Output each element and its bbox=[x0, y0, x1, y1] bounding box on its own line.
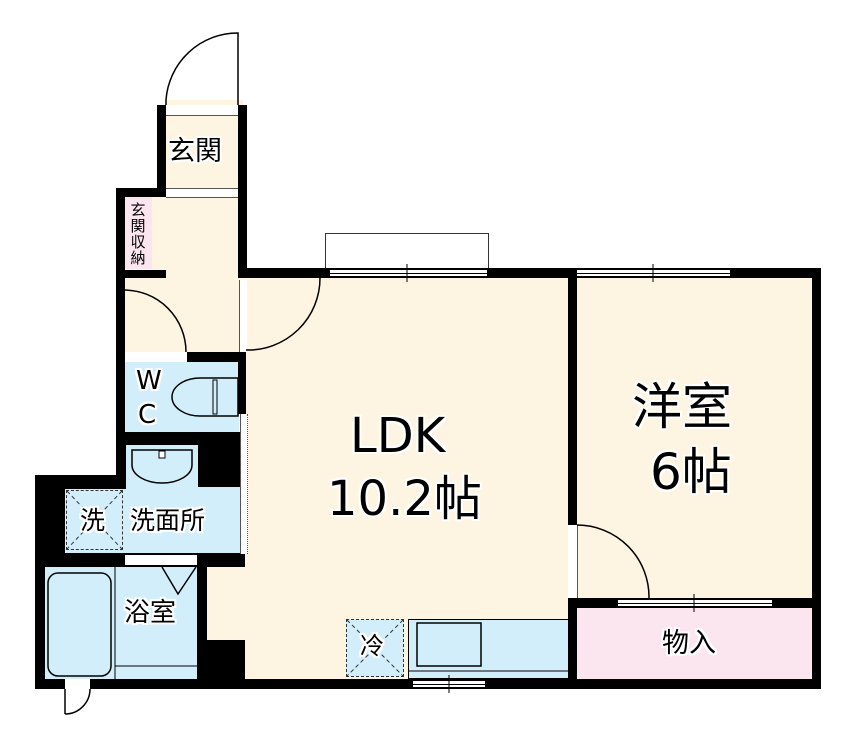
western-door-swing-icon bbox=[576, 524, 650, 599]
hall-top-wall bbox=[116, 188, 166, 197]
ldk-balcony-outline bbox=[325, 233, 489, 268]
entrance-door-swing-icon bbox=[165, 32, 239, 105]
ldk-floor bbox=[243, 275, 569, 680]
bathtub-icon bbox=[47, 572, 112, 677]
entrance-storage-floor bbox=[124, 197, 152, 269]
toilet-top-wall bbox=[187, 352, 245, 362]
toilet-label-c: C bbox=[138, 400, 157, 430]
sink-right-block bbox=[198, 432, 246, 487]
washroom-left-wall bbox=[35, 475, 65, 567]
ldk-size: 10.2帖 bbox=[327, 471, 482, 527]
sink-icon bbox=[131, 449, 193, 484]
washer-label: 洗 bbox=[80, 506, 106, 535]
storage-bottom-wall bbox=[124, 270, 166, 278]
bath-door-opening bbox=[125, 555, 197, 565]
hall-door-swing-icon bbox=[123, 289, 187, 353]
bath-right-wall bbox=[197, 553, 207, 689]
western-room-floor bbox=[577, 277, 812, 600]
entrance-label: 玄関 bbox=[168, 136, 222, 167]
partition-wall bbox=[568, 268, 577, 689]
closet-floor bbox=[577, 607, 812, 680]
washroom-top-left bbox=[35, 475, 126, 489]
fridge-label: 冷 bbox=[360, 632, 384, 660]
closet-label: 物入 bbox=[662, 628, 716, 659]
entrance-storage-label: 玄 関 収 納 bbox=[130, 201, 146, 267]
washer-space bbox=[66, 490, 123, 550]
exterior-bath-door-opening bbox=[65, 679, 90, 689]
ldk-top-wall bbox=[238, 268, 821, 278]
western-door-opening bbox=[568, 525, 578, 598]
entrance-right-wall bbox=[238, 105, 247, 275]
western-room-size: 6帖 bbox=[650, 443, 732, 501]
ldk-door-swing-icon bbox=[245, 277, 321, 351]
hall-left-wall bbox=[116, 188, 125, 488]
sliding-door-washroom bbox=[240, 414, 248, 554]
toilet-door-opening bbox=[125, 352, 187, 362]
ldk-label: LDK bbox=[350, 408, 446, 464]
bath-exterior-door-swing-icon bbox=[64, 688, 91, 715]
bath-left-wall bbox=[35, 553, 45, 689]
western-room-label: 洋室 bbox=[632, 378, 732, 436]
toilet-bowl-icon bbox=[171, 377, 239, 417]
sink-left-wall bbox=[116, 440, 126, 488]
washroom-label: 洗面所 bbox=[130, 506, 206, 535]
closet-sliding-door bbox=[618, 598, 772, 608]
ldk-window bbox=[330, 268, 487, 278]
right-wall bbox=[812, 268, 821, 689]
toilet-right-wall bbox=[238, 352, 246, 414]
bathroom-label: 浴室 bbox=[124, 598, 177, 628]
entrance-inner-threshold bbox=[166, 188, 238, 198]
entrance-door-threshold bbox=[166, 105, 238, 116]
toilet-label-w: W bbox=[136, 366, 162, 396]
hall-ldk-door-opening bbox=[239, 280, 247, 352]
bath-vent-icon bbox=[161, 566, 197, 596]
stove-icon bbox=[416, 622, 482, 667]
entrance-left-wall bbox=[157, 105, 166, 197]
